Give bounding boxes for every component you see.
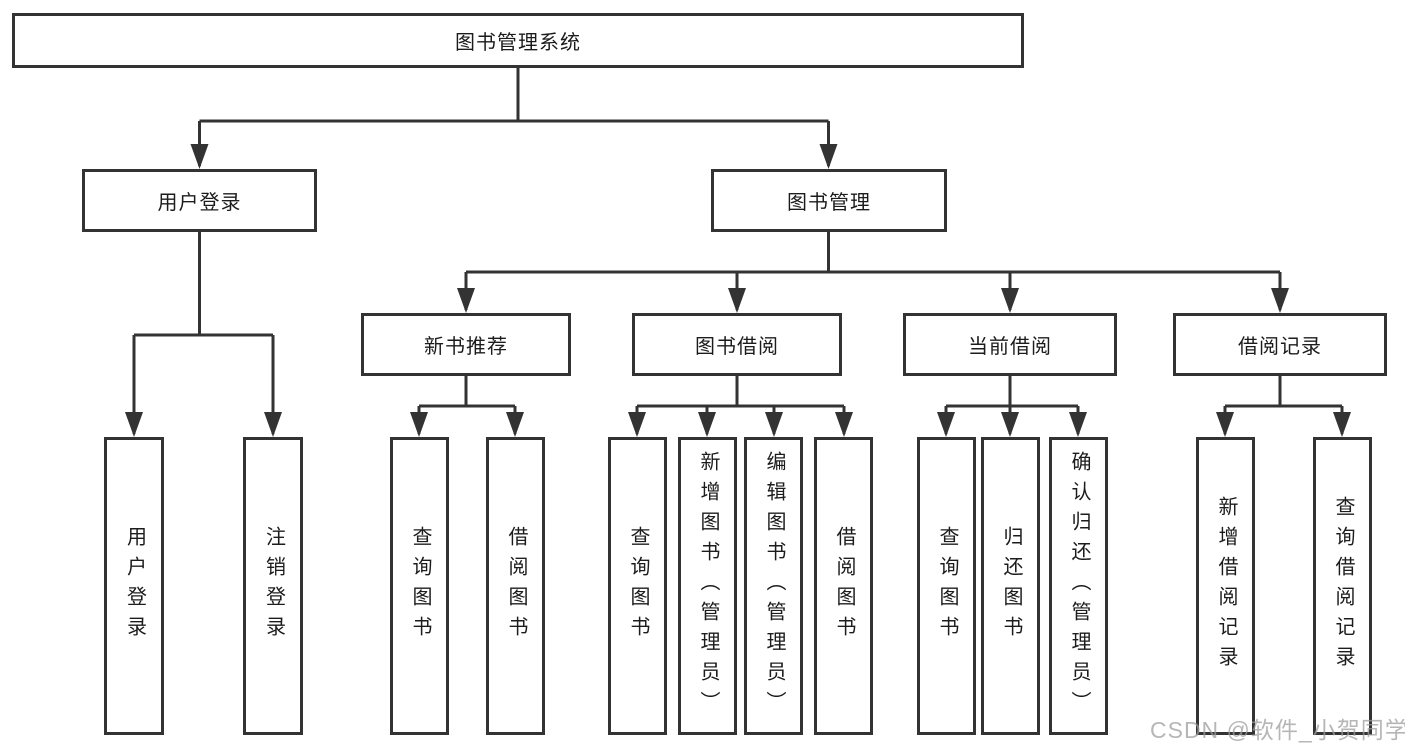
edge-bookborrow-to-leaves [635,376,846,434]
node-root: 图书管理系统 [12,13,1024,68]
leaf-newbook-borrow-books-label: 借阅图书 [505,526,527,646]
tree-edges [132,68,1344,434]
arrowhead [728,288,746,313]
arrowhead [1001,412,1019,437]
arrowheads [125,144,1351,437]
leaf-borrow-add-books-admin-label: 新增图书（管理员） [697,451,719,721]
leaf-borrow-add-books-admin: 新增图书（管理员） [678,437,737,735]
edge-root-to-level2 [198,68,830,166]
arrowhead [506,412,524,437]
leaf-current-query-books-label: 查询图书 [936,526,958,646]
node-book-borrow: 图书借阅 [632,313,842,376]
arrowhead [628,412,646,437]
arrowhead [1069,412,1087,437]
node-current-borrow: 当前借阅 [903,313,1117,376]
edge-newbook-to-leaves [417,376,517,434]
leaf-borrow-borrow-books: 借阅图书 [814,437,873,735]
leaf-borrow-query-books-label: 查询图书 [627,526,649,646]
watermark: CSDN @软件_小贺同学 [1150,717,1405,743]
node-new-book-recommend-label: 新书推荐 [424,336,508,358]
arrowhead [937,412,955,437]
node-new-book-recommend: 新书推荐 [361,313,571,376]
edge-userlogin-to-leaves [132,232,275,434]
leaf-borrow-borrow-books-label: 借阅图书 [833,526,855,646]
leaf-records-query-record-label: 查询借阅记录 [1332,496,1354,676]
arrowhead [264,412,282,437]
arrowhead [819,144,838,169]
arrowhead [1333,412,1351,437]
arrowhead [698,412,716,437]
arrowhead [410,412,428,437]
node-current-borrow-label: 当前借阅 [968,336,1052,358]
leaf-newbook-query-books: 查询图书 [390,437,449,735]
arrowhead [125,412,143,437]
node-borrow-records-label: 借阅记录 [1238,336,1322,358]
leaf-borrow-edit-books-admin-label: 编辑图书（管理员） [763,451,785,721]
leaf-current-query-books: 查询图书 [917,437,976,735]
leaf-newbook-query-books-label: 查询图书 [409,526,431,646]
node-book-borrow-label: 图书借阅 [695,336,779,358]
leaf-current-return-books-label: 归还图书 [1000,526,1022,646]
leaf-current-confirm-return-admin-label: 确认归还（管理员） [1068,451,1090,721]
leaf-records-add-record-label: 新增借阅记录 [1215,496,1237,676]
arrowhead [1216,412,1234,437]
leaf-borrow-edit-books-admin: 编辑图书（管理员） [744,437,803,735]
node-borrow-records: 借阅记录 [1173,313,1387,376]
leaf-current-confirm-return-admin: 确认归还（管理员） [1049,437,1108,735]
leaf-logout: 注销登录 [243,437,303,735]
leaf-user-login: 用户登录 [104,437,164,735]
arrowhead [190,144,209,169]
arrowhead [1001,288,1019,313]
leaf-borrow-query-books: 查询图书 [608,437,667,735]
leaf-user-login-label: 用户登录 [123,526,146,646]
node-book-management-group: 图书管理 [711,169,947,232]
edge-bookmgmt-to-level3 [464,232,1282,310]
arrowhead [765,412,783,437]
leaf-current-return-books: 归还图书 [981,437,1040,735]
arrowhead [457,288,475,313]
edge-records-to-leaves [1223,376,1344,434]
node-user-login-group: 用户登录 [82,169,317,232]
leaf-newbook-borrow-books: 借阅图书 [486,437,545,735]
leaf-logout-label: 注销登录 [262,526,285,646]
node-user-login-group-label: 用户登录 [157,192,242,214]
leaf-records-query-record: 查询借阅记录 [1313,437,1372,735]
arrowhead [1271,288,1289,313]
leaf-records-add-record: 新增借阅记录 [1196,437,1255,735]
node-root-label: 图书管理系统 [455,32,581,54]
arrowhead [835,412,853,437]
node-book-management-group-label: 图书管理 [787,192,871,214]
